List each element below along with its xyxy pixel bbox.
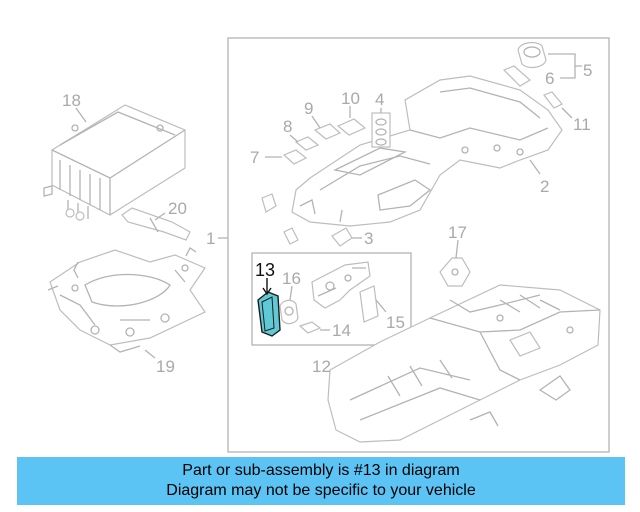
leader-11 <box>561 107 573 119</box>
leader-20 <box>154 212 166 221</box>
label-12: 12 <box>312 357 331 376</box>
leader-19 <box>144 349 156 359</box>
parts-diagram: 1 2 3 4 5 6 7 8 9 10 11 12 13 14 15 16 1… <box>43 37 610 453</box>
part-7-pad <box>282 149 308 165</box>
label-8: 8 <box>283 117 292 136</box>
label-10: 10 <box>341 89 360 108</box>
part-19-tray <box>47 247 206 353</box>
leader-9 <box>311 115 321 129</box>
label-11: 11 <box>573 115 591 134</box>
label-4: 4 <box>375 90 384 109</box>
label-17: 17 <box>448 223 467 242</box>
label-13: 13 <box>255 260 275 280</box>
caption-line-1: Part or sub-assembly is #13 in diagram <box>182 462 460 479</box>
part-2-bracket <box>261 193 299 245</box>
part-13-highlighted[interactable] <box>257 291 281 337</box>
part-6-seal <box>502 65 532 87</box>
leader-5-6 <box>548 53 582 79</box>
label-5: 5 <box>583 61 592 80</box>
label-2: 2 <box>540 177 549 196</box>
label-9: 9 <box>304 99 313 118</box>
subassembly-12-frame <box>251 252 412 346</box>
label-7: 7 <box>250 148 259 167</box>
label-20: 20 <box>168 199 187 218</box>
part-8-pad <box>294 136 320 151</box>
label-19: 19 <box>156 357 175 376</box>
label-3: 3 <box>364 229 373 248</box>
leader-2 <box>529 159 541 175</box>
part-5-grommet <box>517 41 547 69</box>
part-14-clip <box>298 321 322 334</box>
part-3-bracket <box>331 227 353 247</box>
part-18-inverter <box>43 104 186 221</box>
leader-8 <box>289 134 299 143</box>
caption-line-2: Diagram may not be specific to your vehi… <box>166 482 476 499</box>
part-2-battery-cover <box>291 75 563 227</box>
part-17-bracket <box>439 257 471 287</box>
label-16: 16 <box>282 269 301 288</box>
leader-18 <box>75 107 87 123</box>
part-15-cover <box>359 285 379 323</box>
assembly-frame <box>227 37 610 453</box>
leader-17 <box>455 239 459 259</box>
label-14: 14 <box>332 321 351 340</box>
label-18: 18 <box>62 91 81 110</box>
battery-tray <box>327 284 601 443</box>
part-16-knob <box>279 299 299 325</box>
part-9-pad <box>313 123 342 140</box>
part-20-bracket <box>121 207 191 241</box>
label-6: 6 <box>545 69 554 88</box>
label-1: 1 <box>206 229 215 248</box>
part-4-fuse <box>371 112 391 148</box>
part-11-clip <box>543 91 563 109</box>
leader-15 <box>375 299 387 313</box>
label-15: 15 <box>386 313 405 332</box>
caption-banner: Part or sub-assembly is #13 in diagram D… <box>17 457 625 505</box>
part-12-switch <box>311 261 371 309</box>
leader-13-arrow <box>262 287 272 296</box>
leader-16 <box>289 285 293 301</box>
part-10-pad <box>336 118 367 136</box>
